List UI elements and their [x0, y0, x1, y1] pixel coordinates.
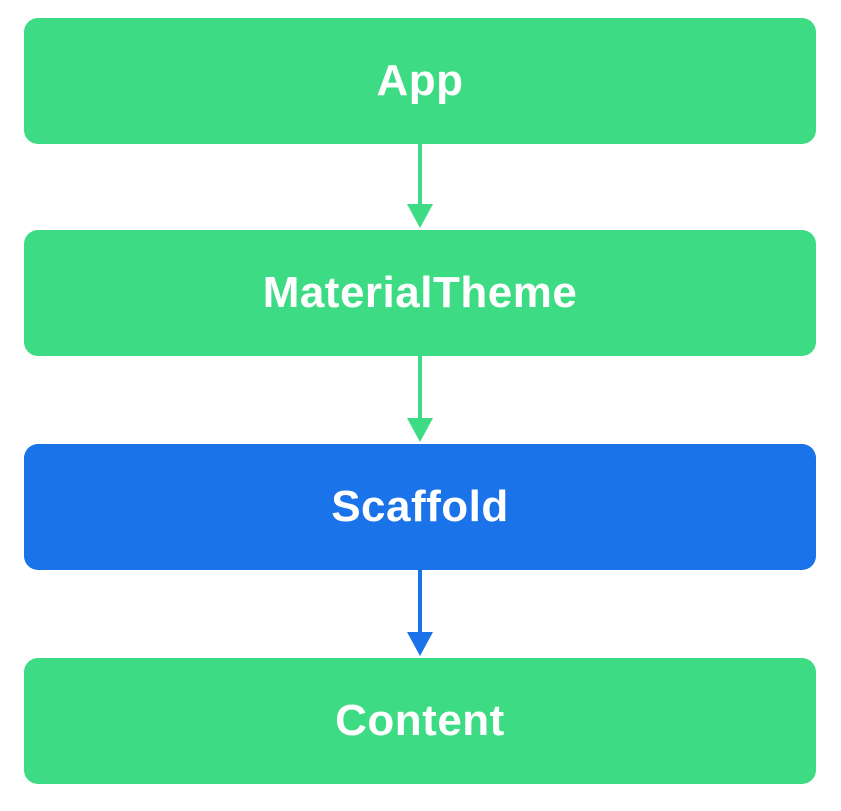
node-label: App [376, 56, 464, 105]
node-label: Scaffold [331, 482, 509, 531]
node-content: Content [24, 658, 816, 784]
node-material-theme: MaterialTheme [24, 230, 816, 356]
arrow-scaffold-to-content [407, 570, 433, 656]
node-label: MaterialTheme [262, 268, 578, 317]
arrow-theme-to-scaffold [407, 356, 433, 442]
arrow-app-to-theme [407, 144, 433, 228]
node-app: App [24, 18, 816, 144]
node-scaffold: Scaffold [24, 444, 816, 570]
node-label: Content [335, 696, 505, 745]
